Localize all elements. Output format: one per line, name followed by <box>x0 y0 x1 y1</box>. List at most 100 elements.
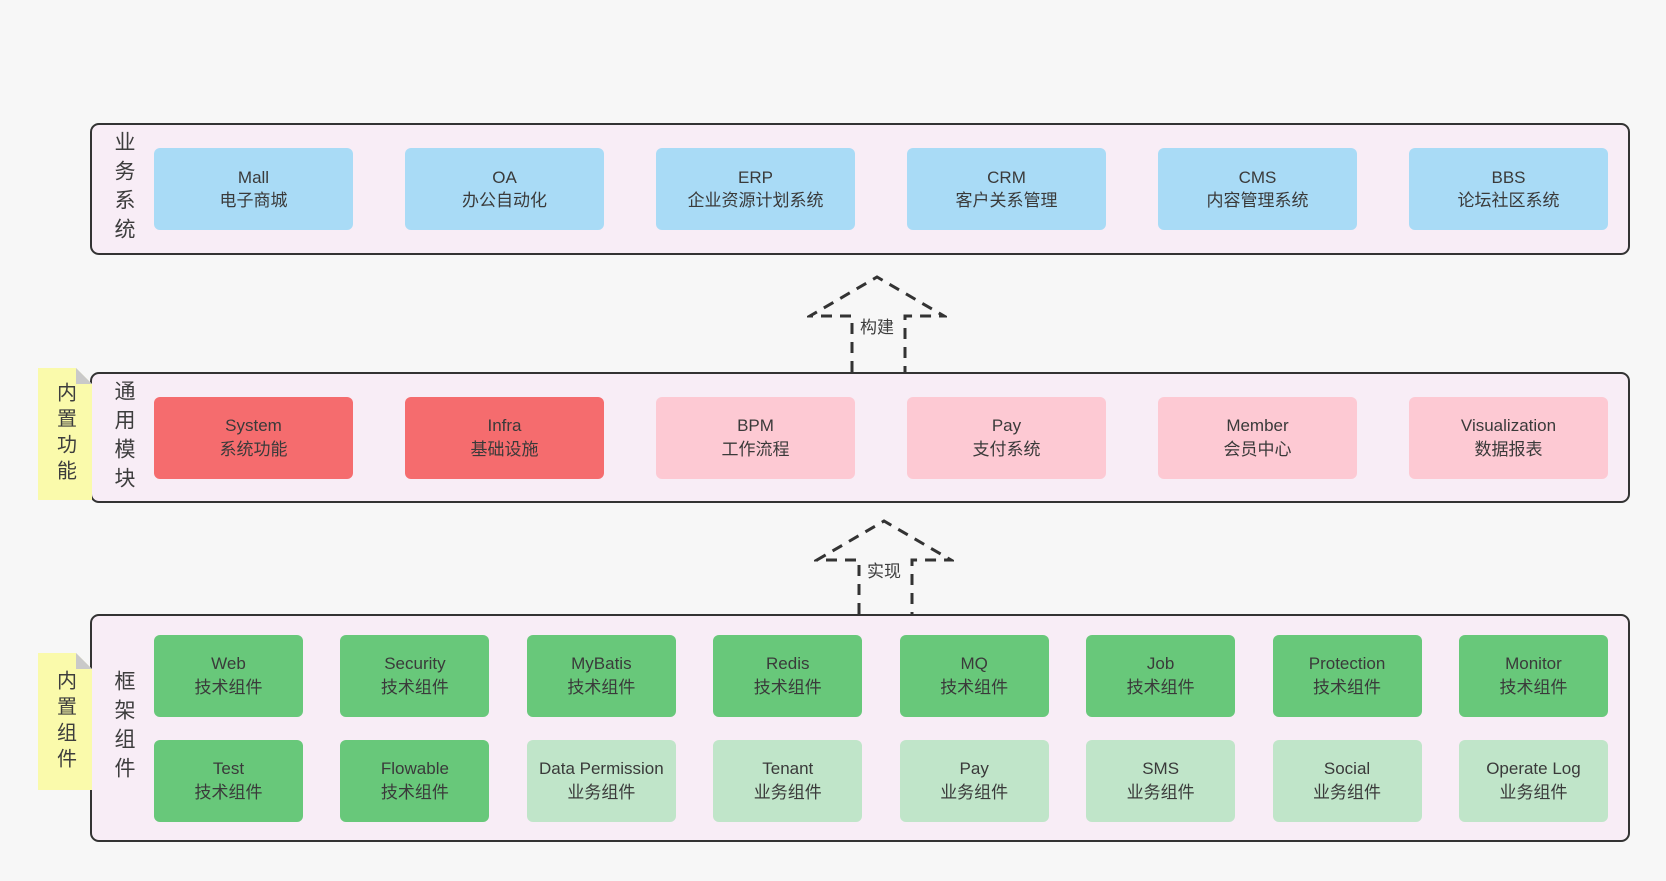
module-name: MQ <box>960 654 988 674</box>
module-box: Job 技术组件 <box>1086 634 1236 717</box>
module-desc: 技术组件 <box>1499 677 1568 697</box>
module-box: BBS 论坛社区系统 <box>1409 148 1608 230</box>
module-desc: 技术组件 <box>940 677 1009 697</box>
module-box: Member 会员中心 <box>1158 396 1357 479</box>
module-box: Redis 技术组件 <box>713 634 863 717</box>
panel-title-text: 通用模块 <box>112 379 135 496</box>
panel-title-vertical: 业务系统 <box>92 125 154 253</box>
module-desc: 技术组件 <box>753 677 822 697</box>
module-desc: 技术组件 <box>380 677 449 697</box>
module-name: Pay <box>991 416 1022 436</box>
sticky-note-text: 内置功能 <box>53 382 76 486</box>
module-name: BPM <box>737 416 774 436</box>
module-name: MyBatis <box>571 654 632 674</box>
module-desc: 业务组件 <box>753 782 822 802</box>
module-desc: 数据报表 <box>1474 439 1543 459</box>
module-desc: 技术组件 <box>194 677 263 697</box>
module-box: Monitor 技术组件 <box>1458 634 1608 717</box>
module-name: ERP <box>738 167 773 187</box>
module-name: Protection <box>1308 654 1386 674</box>
sticky-note-builtin-features: 内置功能 <box>38 368 92 500</box>
module-box: Flowable 技术组件 <box>340 739 490 822</box>
module-name: Monitor <box>1505 654 1562 674</box>
module-desc: 技术组件 <box>380 782 449 802</box>
module-box: CRM 客户关系管理 <box>907 148 1106 230</box>
panel-title-text: 框架组件 <box>112 670 135 786</box>
module-box: Visualization 数据报表 <box>1409 396 1608 479</box>
module-box: MyBatis 技术组件 <box>526 634 676 717</box>
module-box: CMS 内容管理系统 <box>1158 148 1357 230</box>
module-box: Pay 支付系统 <box>907 396 1106 479</box>
module-box: Social 业务组件 <box>1272 739 1422 822</box>
module-box: Web 技术组件 <box>154 634 303 717</box>
module-name: System <box>225 416 282 436</box>
module-desc: 基础设施 <box>470 439 539 459</box>
dashed-up-arrow-icon <box>807 275 947 372</box>
module-desc: 技术组件 <box>194 782 263 802</box>
module-box: System 系统功能 <box>154 396 353 479</box>
sticky-note-body: 内置功能 <box>38 368 92 500</box>
module-box: Data Permission 业务组件 <box>526 739 676 822</box>
module-box: Pay 业务组件 <box>899 739 1049 822</box>
module-desc: 技术组件 <box>1313 677 1382 697</box>
module-desc: 客户关系管理 <box>955 191 1058 210</box>
panel-title-vertical: 通用模块 <box>92 374 154 501</box>
module-desc: 技术组件 <box>1126 677 1195 697</box>
module-desc: 技术组件 <box>567 677 636 697</box>
module-name: Pay <box>959 759 989 779</box>
module-name: BBS <box>1491 167 1526 187</box>
module-name: Mall <box>237 167 270 187</box>
module-desc: 工作流程 <box>721 439 790 459</box>
module-name: Test <box>212 759 245 779</box>
module-desc: 业务组件 <box>567 782 636 802</box>
module-name: Social <box>1323 759 1371 779</box>
module-name: Member <box>1226 416 1289 436</box>
module-name: OA <box>492 167 517 187</box>
arrow-label: 实现 <box>864 557 904 582</box>
module-name: Redis <box>766 654 810 674</box>
module-name: Visualization <box>1460 416 1557 436</box>
arrow-label: 构建 <box>857 313 897 338</box>
module-desc: 系统功能 <box>219 439 288 459</box>
module-name: Data Permission <box>538 759 664 779</box>
module-name: SMS <box>1142 759 1180 779</box>
module-box: Security 技术组件 <box>340 634 490 717</box>
module-desc: 企业资源计划系统 <box>687 191 824 210</box>
sticky-fold-corner-icon <box>76 368 92 384</box>
module-name: Job <box>1146 654 1175 674</box>
module-name: CRM <box>987 167 1026 187</box>
module-desc: 内容管理系统 <box>1206 191 1309 210</box>
sticky-fold-corner-icon <box>76 653 92 669</box>
module-name: CMS <box>1238 167 1277 187</box>
sticky-note-builtin-components: 内置组件 <box>38 653 92 790</box>
build-arrow: 构建 <box>807 274 947 372</box>
module-desc: 业务组件 <box>940 782 1009 802</box>
module-desc: 业务组件 <box>1313 782 1382 802</box>
module-box: Protection 技术组件 <box>1272 634 1422 717</box>
module-desc: 论坛社区系统 <box>1457 191 1560 210</box>
sticky-note-text: 内置组件 <box>53 669 76 774</box>
module-desc: 支付系统 <box>972 439 1041 459</box>
module-desc: 会员中心 <box>1223 439 1292 459</box>
module-name: Web <box>211 654 246 674</box>
module-name: Security <box>384 654 446 674</box>
dashed-up-arrow-icon <box>814 519 954 614</box>
module-name: Flowable <box>380 759 449 779</box>
module-name: Operate Log <box>1486 759 1581 779</box>
module-box: BPM 工作流程 <box>656 396 855 479</box>
module-box: MQ 技术组件 <box>899 634 1049 717</box>
